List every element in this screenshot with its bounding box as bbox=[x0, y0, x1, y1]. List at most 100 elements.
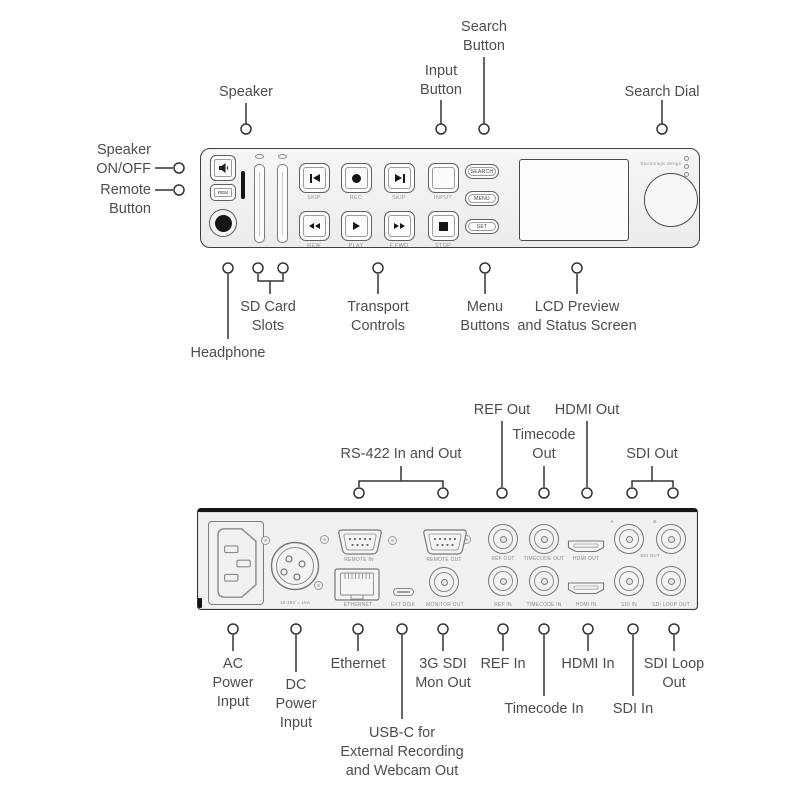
sdi-loop-out-bnc bbox=[656, 566, 686, 596]
rear-panel: 12-18V = 16A REMOTE IN REMOTE OUT bbox=[197, 508, 698, 610]
callout-ethernet: Ethernet bbox=[330, 656, 386, 672]
callout-ref-out: REF Out bbox=[473, 402, 531, 418]
panel-corner-foot bbox=[198, 598, 202, 608]
callout-hdmi-in: HDMI In bbox=[561, 656, 615, 672]
callout-lines bbox=[155, 57, 675, 719]
play-button bbox=[341, 211, 372, 241]
monitor-out-label: MONITOR OUT bbox=[426, 602, 464, 608]
rewind-icon bbox=[309, 223, 320, 229]
skip-back-button bbox=[299, 163, 330, 193]
callout-input-button: Input Button bbox=[420, 62, 462, 100]
callout-search-button: Search Button bbox=[461, 18, 507, 56]
ethernet-label: ETHERNET bbox=[343, 602, 373, 608]
record-icon bbox=[352, 173, 361, 183]
callout-sdi-mon: 3G SDI Mon Out bbox=[415, 655, 471, 693]
xlr-dc-input bbox=[270, 541, 320, 591]
remote-out-label: REMOTE OUT bbox=[426, 557, 462, 563]
ac-inlet-socket bbox=[217, 528, 257, 598]
callout-text-line: DC bbox=[285, 677, 307, 693]
stop-label: STOP bbox=[434, 243, 452, 249]
ac-power-inlet bbox=[208, 521, 264, 605]
fast-forward-button bbox=[384, 211, 415, 241]
sd-slot-1-led bbox=[255, 154, 264, 159]
callout-speaker: Speaker bbox=[218, 84, 274, 100]
skip-forward-label: SKIP bbox=[392, 195, 406, 201]
callout-text-line: Power bbox=[275, 696, 317, 712]
brand-logo-text: Blackmagic design bbox=[640, 161, 682, 166]
callout-sdi-out: SDI Out bbox=[626, 446, 678, 462]
callout-sd-card-slots: SD Card Slots bbox=[240, 298, 296, 336]
callout-text-line: USB-C for bbox=[368, 725, 436, 741]
sd-slot-opening bbox=[258, 172, 261, 236]
callout-text-line: Buttons bbox=[460, 318, 510, 334]
headphone-jack bbox=[209, 209, 237, 237]
callout-text-line: Slots bbox=[251, 318, 285, 334]
callout-text-line: SDI Loop bbox=[643, 656, 705, 672]
sdi-out-label: SDI OUT bbox=[640, 553, 660, 558]
callout-timecode-in: Timecode In bbox=[504, 701, 584, 717]
callout-menu-buttons: Menu Buttons bbox=[460, 298, 509, 336]
callout-text-line: Remote bbox=[100, 182, 151, 198]
callout-usb-c: USB-C for External Recording and Webcam … bbox=[340, 724, 463, 781]
callout-text-line: Input bbox=[216, 694, 250, 710]
callout-text-line: Button bbox=[109, 201, 151, 217]
skip-back-icon bbox=[309, 173, 320, 183]
play-icon bbox=[353, 222, 360, 230]
callout-text-line: Power bbox=[212, 675, 254, 691]
callout-rs422: RS-422 In and Out bbox=[340, 446, 462, 462]
input-button bbox=[428, 163, 459, 193]
sdi-out-a-marker: A bbox=[610, 519, 614, 524]
callout-ref-in: REF In bbox=[480, 656, 526, 672]
callout-text-line: AC bbox=[222, 656, 244, 672]
play-label: PLAY bbox=[348, 243, 364, 249]
callout-speaker-on-off: Speaker ON/OFF bbox=[96, 141, 151, 179]
sd-card-slot-1 bbox=[254, 164, 265, 243]
sdi-in-label: SDI IN bbox=[621, 602, 637, 608]
callout-text-line: Input bbox=[279, 715, 313, 731]
callout-text-line: Speaker bbox=[96, 142, 151, 158]
usb-c-slot bbox=[397, 590, 410, 594]
remote-in-label: REMOTE IN bbox=[344, 557, 374, 563]
callout-remote-button: Remote Button bbox=[100, 181, 151, 219]
front-panel: REM bbox=[200, 148, 700, 249]
callout-circles bbox=[173, 123, 680, 635]
remote-button: REM bbox=[210, 184, 236, 201]
screw bbox=[314, 581, 323, 590]
sdi-out-a-bnc bbox=[614, 524, 644, 554]
callout-sdi-in: SDI In bbox=[612, 701, 654, 717]
sdi-loop-out-label: SDI LOOP OUT bbox=[652, 602, 690, 608]
sd-slot-2-led bbox=[278, 154, 287, 159]
callout-sdi-loop: SDI Loop Out bbox=[644, 655, 704, 693]
ext-disk-label: EXT DISK bbox=[390, 602, 416, 608]
callout-text-line: Button bbox=[420, 82, 462, 98]
rewind-button bbox=[299, 211, 330, 241]
callout-text-line: External Recording bbox=[340, 744, 464, 760]
callout-text-line: Search bbox=[461, 19, 507, 35]
ref-out-label: REF OUT bbox=[491, 556, 515, 562]
remote-out-port bbox=[423, 529, 467, 555]
stop-icon bbox=[439, 221, 448, 231]
skip-forward-icon bbox=[394, 173, 405, 183]
screw bbox=[261, 536, 270, 545]
sd-card-slot-2 bbox=[277, 164, 288, 243]
callout-text-line: Controls bbox=[350, 318, 405, 334]
search-dial bbox=[644, 173, 698, 227]
hdmi-out-port bbox=[567, 540, 605, 553]
sdi-in-bnc bbox=[614, 566, 644, 596]
bnc-center-pin bbox=[440, 578, 448, 586]
menu-button: MENU bbox=[465, 191, 499, 206]
callout-lcd-screen: LCD Preview and Status Screen bbox=[517, 298, 636, 336]
callout-text-line: SD Card bbox=[240, 299, 296, 315]
skip-forward-button bbox=[384, 163, 415, 193]
sd-slot-opening bbox=[281, 172, 284, 236]
callout-text-line: Out bbox=[532, 446, 556, 462]
ref-out-bnc bbox=[488, 524, 518, 554]
lcd-screen bbox=[519, 159, 629, 241]
timecode-out-bnc bbox=[529, 524, 559, 554]
hdmi-out-label: HDMI OUT bbox=[572, 556, 600, 562]
remote-in-port bbox=[338, 529, 382, 555]
record-label: REC bbox=[349, 195, 363, 201]
stop-button bbox=[428, 211, 459, 241]
monitor-out-bnc bbox=[429, 567, 459, 597]
callout-text-line: Input bbox=[424, 63, 458, 79]
